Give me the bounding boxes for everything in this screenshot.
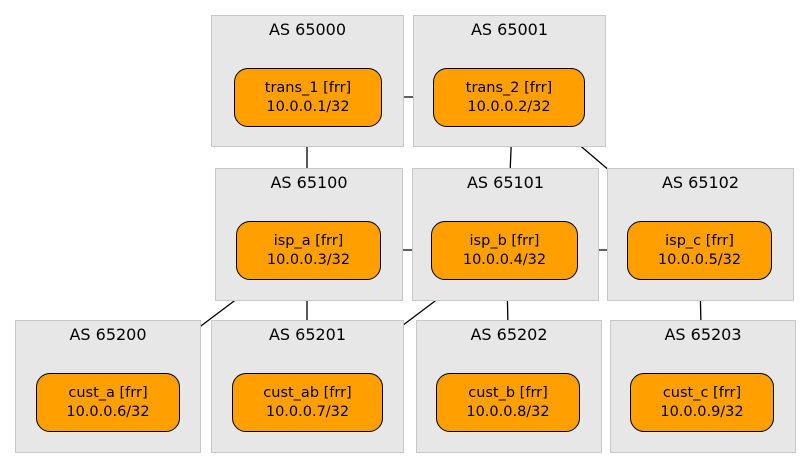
node-name: isp_a [frr] (273, 232, 344, 249)
router-node-trans_1[interactable]: trans_1 [frr] 10.0.0.1/32 (234, 68, 382, 127)
node-name: trans_2 [frr] (465, 79, 553, 96)
router-node-isp_b[interactable]: isp_b [frr] 10.0.0.4/32 (431, 221, 578, 280)
router-node-cust_c[interactable]: cust_c [frr] 10.0.0.9/32 (630, 373, 774, 432)
router-node-cust_b[interactable]: cust_b [frr] 10.0.0.8/32 (436, 373, 580, 432)
node-name: cust_c [frr] (662, 384, 742, 401)
as-label: AS 65100 (270, 173, 348, 192)
as-label: AS 65203 (664, 325, 742, 344)
node-name: cust_b [frr] (468, 384, 548, 401)
node-address: 10.0.0.5/32 (657, 251, 742, 268)
node-address: 10.0.0.7/32 (265, 403, 350, 420)
node-name: cust_a [frr] (68, 384, 148, 401)
node-address: 10.0.0.3/32 (266, 251, 351, 268)
node-address: 10.0.0.6/32 (66, 403, 150, 420)
as-label: AS 65200 (69, 325, 147, 344)
router-node-trans_2[interactable]: trans_2 [frr] 10.0.0.2/32 (433, 68, 585, 127)
node-address: 10.0.0.4/32 (462, 251, 547, 268)
node-name: isp_c [frr] (665, 232, 734, 249)
node-name: isp_b [frr] (469, 232, 540, 249)
node-address: 10.0.0.9/32 (660, 403, 744, 420)
router-node-cust_a[interactable]: cust_a [frr] 10.0.0.6/32 (36, 373, 180, 432)
as-label: AS 65001 (470, 20, 549, 39)
as-label: AS 65101 (466, 173, 545, 192)
node-name: cust_ab [frr] (263, 384, 352, 401)
router-node-isp_c[interactable]: isp_c [frr] 10.0.0.5/32 (627, 221, 772, 280)
node-address: 10.0.0.8/32 (466, 403, 550, 420)
node-address: 10.0.0.2/32 (467, 98, 551, 115)
as-label: AS 65201 (268, 325, 347, 344)
node-address: 10.0.0.1/32 (266, 98, 350, 115)
router-node-isp_a[interactable]: isp_a [frr] 10.0.0.3/32 (236, 221, 381, 280)
router-node-cust_ab[interactable]: cust_ab [frr] 10.0.0.7/32 (232, 373, 383, 432)
node-name: trans_1 [frr] (264, 79, 352, 96)
as-label: AS 65102 (661, 173, 740, 192)
as-label: AS 65202 (470, 325, 548, 344)
as-label: AS 65000 (268, 20, 347, 39)
